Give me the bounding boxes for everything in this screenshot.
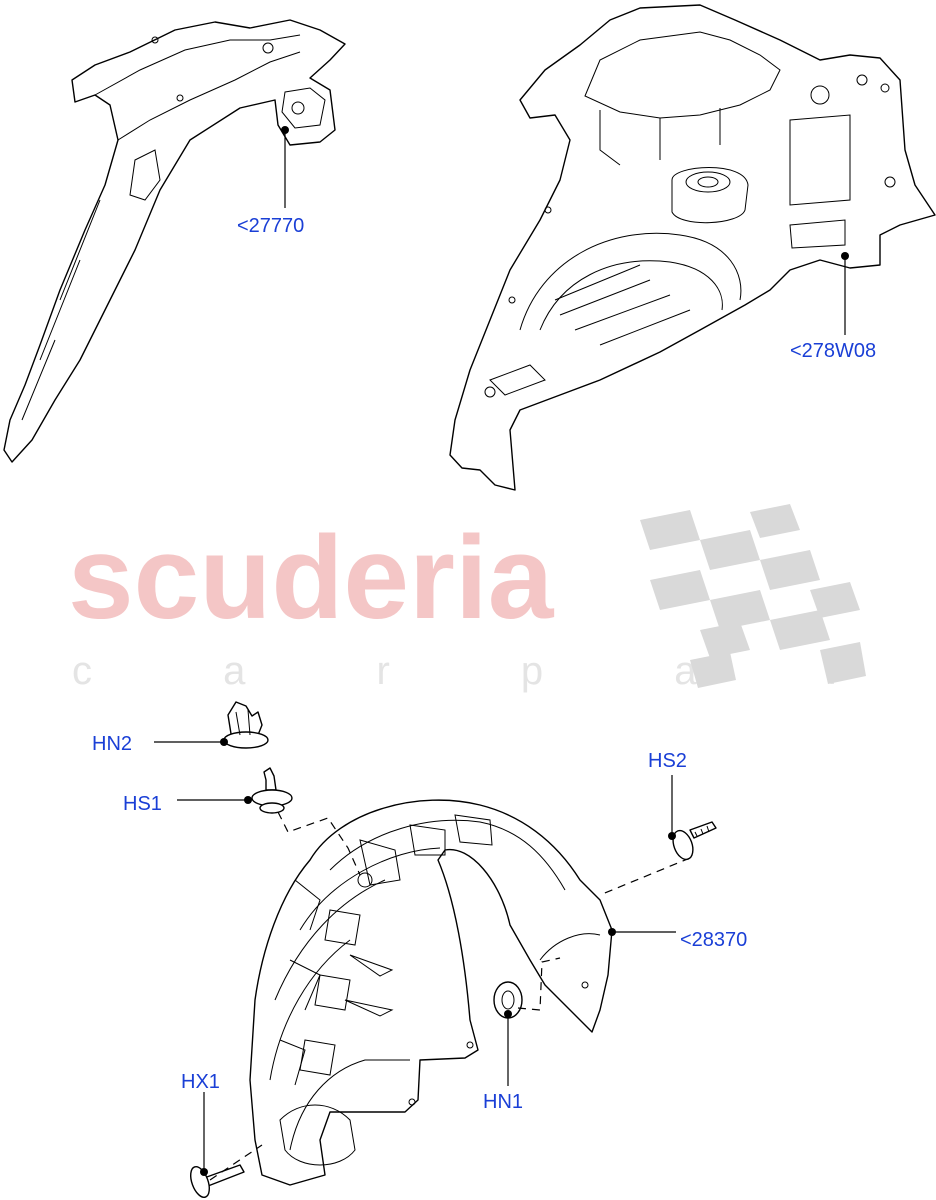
hx1-rivet-fastener: [190, 1164, 245, 1198]
callout-27770: <27770: [237, 215, 304, 237]
callout-278w08: <278W08: [790, 340, 876, 362]
pillar-panel-part: [3, 19, 346, 463]
checkered-flag-icon: [640, 504, 866, 688]
callout-hn1: HN1: [483, 1091, 523, 1113]
hs2-screw-fastener: [672, 821, 717, 861]
callout-labels: <27770 <278W08 <28370 HN2 HS1 HS2 HN1 HX…: [92, 215, 876, 1113]
callout-hx1: HX1: [181, 1071, 220, 1093]
wheel-arch-liner-part: [249, 799, 613, 1186]
wheelhouse-panel-part: [449, 4, 936, 491]
hs1-pin-fastener: [251, 767, 293, 814]
hn2-clip-fastener: [223, 701, 269, 749]
callout-hs2: HS2: [648, 750, 687, 772]
leader-lines: [154, 126, 849, 1176]
assembly-lines: [209, 811, 691, 1181]
callout-hs1: HS1: [123, 793, 162, 815]
watermark: scuderia c a r p a r t s: [68, 504, 936, 693]
watermark-brand: scuderia: [68, 512, 555, 644]
callout-hn2: HN2: [92, 733, 132, 755]
callout-28370: <28370: [680, 929, 747, 951]
watermark-tagline: c a r p a r t s: [72, 649, 936, 693]
